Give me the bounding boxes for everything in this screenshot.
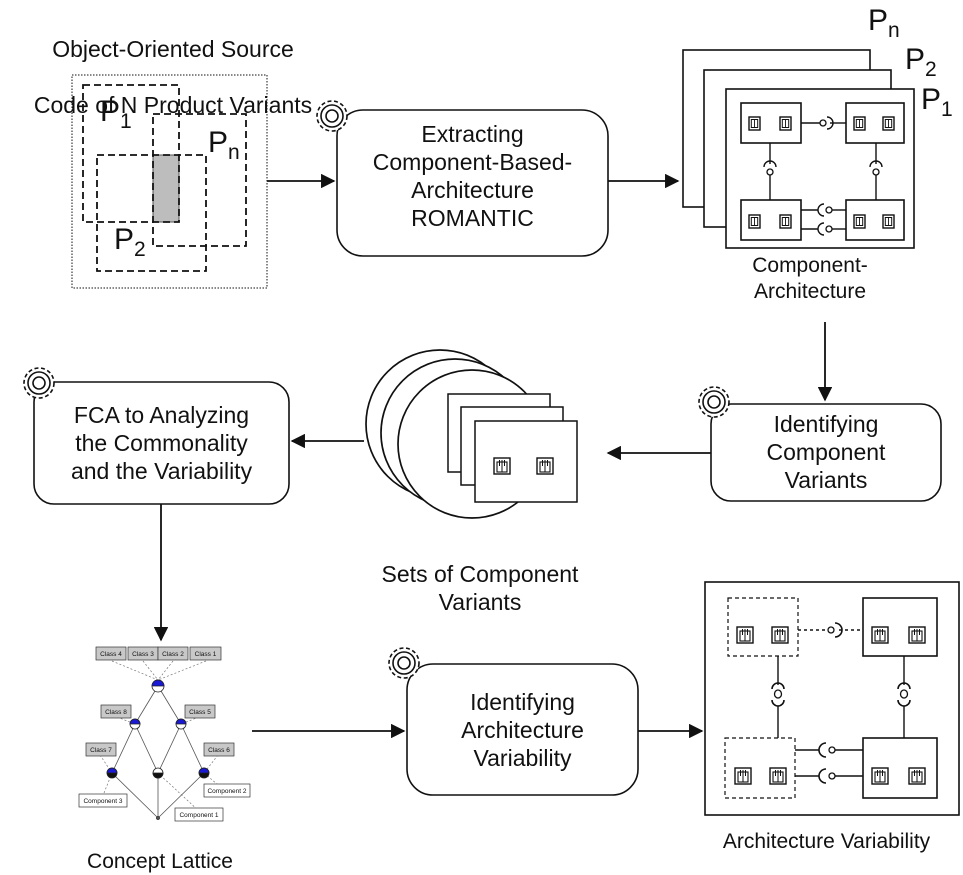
concept-lattice: Class 4 Class 3 Class 2 Class 1 Class 8 … [78, 646, 251, 822]
sets-label: Sets of Component Variants [381, 561, 579, 616]
identifying-architecture-label: Identifying Architecture Variability [461, 689, 584, 772]
label-p2: P2 [114, 223, 146, 261]
lattice-tag-component3: Component 3 [83, 798, 122, 805]
flow-arrows [153, 173, 833, 739]
architecture-variability-label: Architecture Variability [722, 830, 931, 853]
gear-icon [23, 367, 55, 399]
architecture-variability-diagram [704, 581, 960, 816]
lattice-tag-class2: Class 2 [162, 651, 184, 658]
concept-lattice-label: Concept Lattice [87, 850, 233, 873]
stack-label-p1: P1 [921, 83, 953, 121]
identifying-architecture-process [388, 647, 639, 796]
source-code-box [71, 74, 268, 289]
extracting-label: Extracting Component-Based- Architecture… [372, 121, 573, 232]
label-pn: Pn [208, 126, 240, 164]
lattice-tag-class3: Class 3 [132, 651, 154, 658]
component-architecture-stack [682, 49, 915, 249]
stack-label-p2: P2 [905, 43, 937, 81]
source-title-line1: Object-Oriented Source [52, 36, 294, 63]
extracting-process [316, 100, 609, 257]
label-p1: P1 [100, 95, 132, 133]
lattice-tag-class1: Class 1 [195, 651, 217, 658]
lattice-tag-class6: Class 6 [208, 747, 230, 754]
source-title-line2: Code of N Product Variants [33, 92, 313, 119]
lattice-tag-class7: Class 7 [90, 747, 112, 754]
source-title: Object-Oriented Source Code of N Product… [0, 7, 346, 147]
variant-p1-region [82, 84, 180, 223]
gear-icon [388, 647, 420, 679]
variant-p2-region [96, 154, 207, 272]
component-architecture-label: Component- Architecture [752, 254, 868, 303]
lattice-tag-component1: Component 1 [179, 812, 218, 819]
lattice-tag-class4: Class 4 [100, 651, 122, 658]
variant-pn-region [152, 113, 247, 247]
fca-label: FCA to Analyzing the Commonality and the… [70, 402, 253, 485]
lattice-tag-component2: Component 2 [207, 788, 246, 795]
lattice-tag-class8: Class 8 [105, 709, 127, 716]
component-variant-sets [365, 349, 578, 519]
identifying-components-label: Identifying Component Variants [766, 411, 886, 494]
lattice-tag-class5: Class 5 [189, 709, 211, 716]
stack-label-pn: Pn [868, 4, 900, 42]
